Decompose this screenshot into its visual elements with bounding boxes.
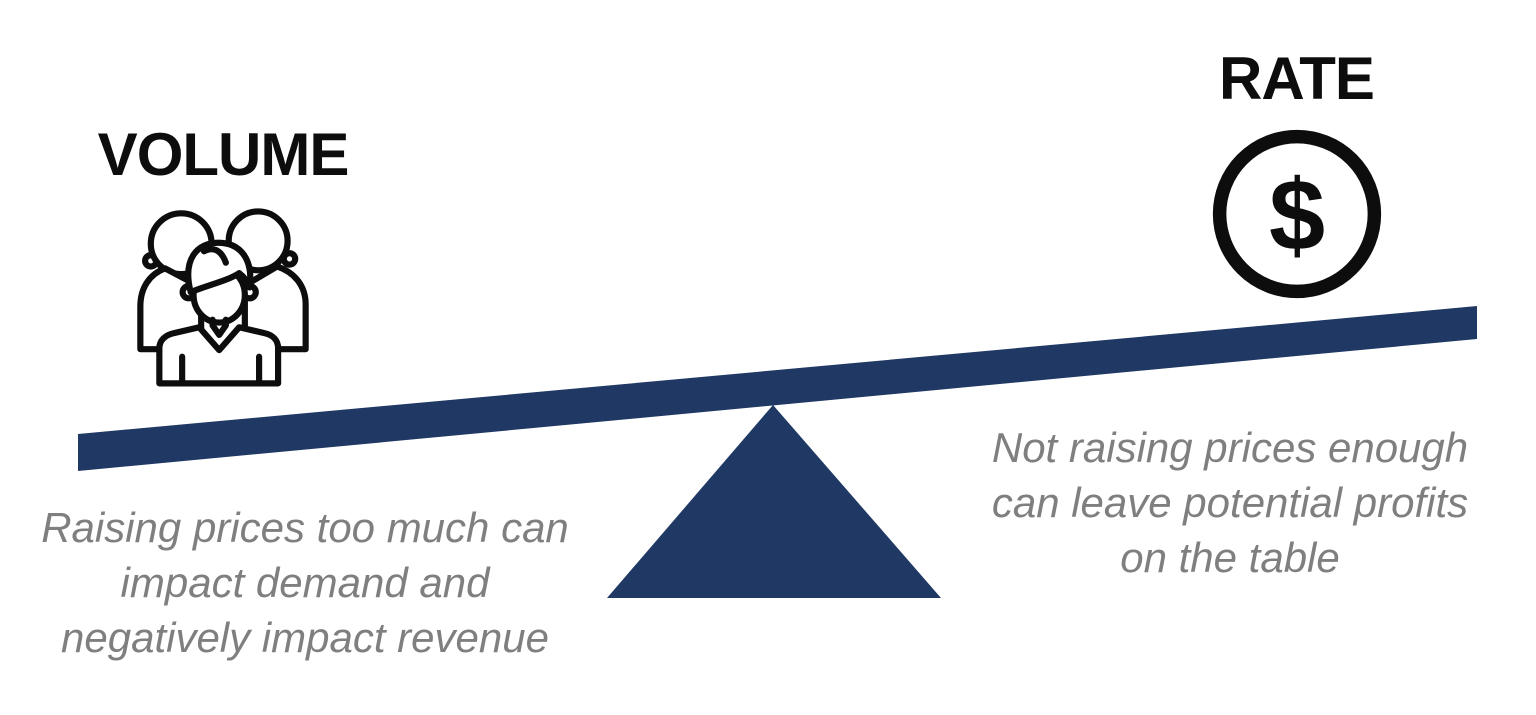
volume-side: VOLUME	[98, 122, 349, 390]
volume-caption: Raising prices too much can impact deman…	[15, 500, 595, 665]
rate-caption-line: on the table	[1120, 534, 1340, 581]
fulcrum-triangle	[607, 405, 941, 598]
rate-title: RATE	[1219, 45, 1375, 112]
people-group-icon	[131, 200, 315, 390]
dollar-circle-icon: $	[1207, 124, 1387, 304]
seesaw-beam	[78, 306, 1477, 471]
dollar-symbol: $	[1268, 160, 1324, 272]
rate-caption-line: can leave potential profits	[991, 479, 1469, 526]
rate-caption: Not raising prices enough can leave pote…	[955, 420, 1505, 585]
volume-title: VOLUME	[97, 121, 350, 188]
rate-side: RATE $	[1194, 46, 1399, 304]
volume-caption-line: impact demand and	[120, 559, 490, 606]
volume-caption-line: Raising prices too much can	[41, 504, 569, 551]
rate-caption-line: Not raising prices enough	[991, 424, 1469, 471]
volume-caption-line: negatively impact revenue	[61, 614, 549, 661]
